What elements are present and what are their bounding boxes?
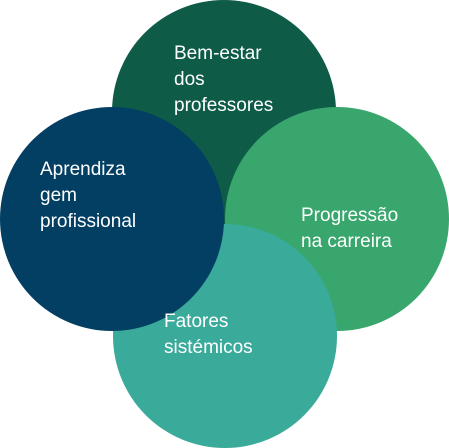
label-aprendizagem: Aprendiza gem profissional [40, 159, 137, 232]
circle-aprendizagem [0, 107, 224, 331]
label-fatores: Fatores sistémicos [164, 311, 253, 358]
label-progressao: Progressão na carreira [301, 205, 399, 252]
label-bem-estar: Bem-estar dos professores [174, 43, 274, 116]
